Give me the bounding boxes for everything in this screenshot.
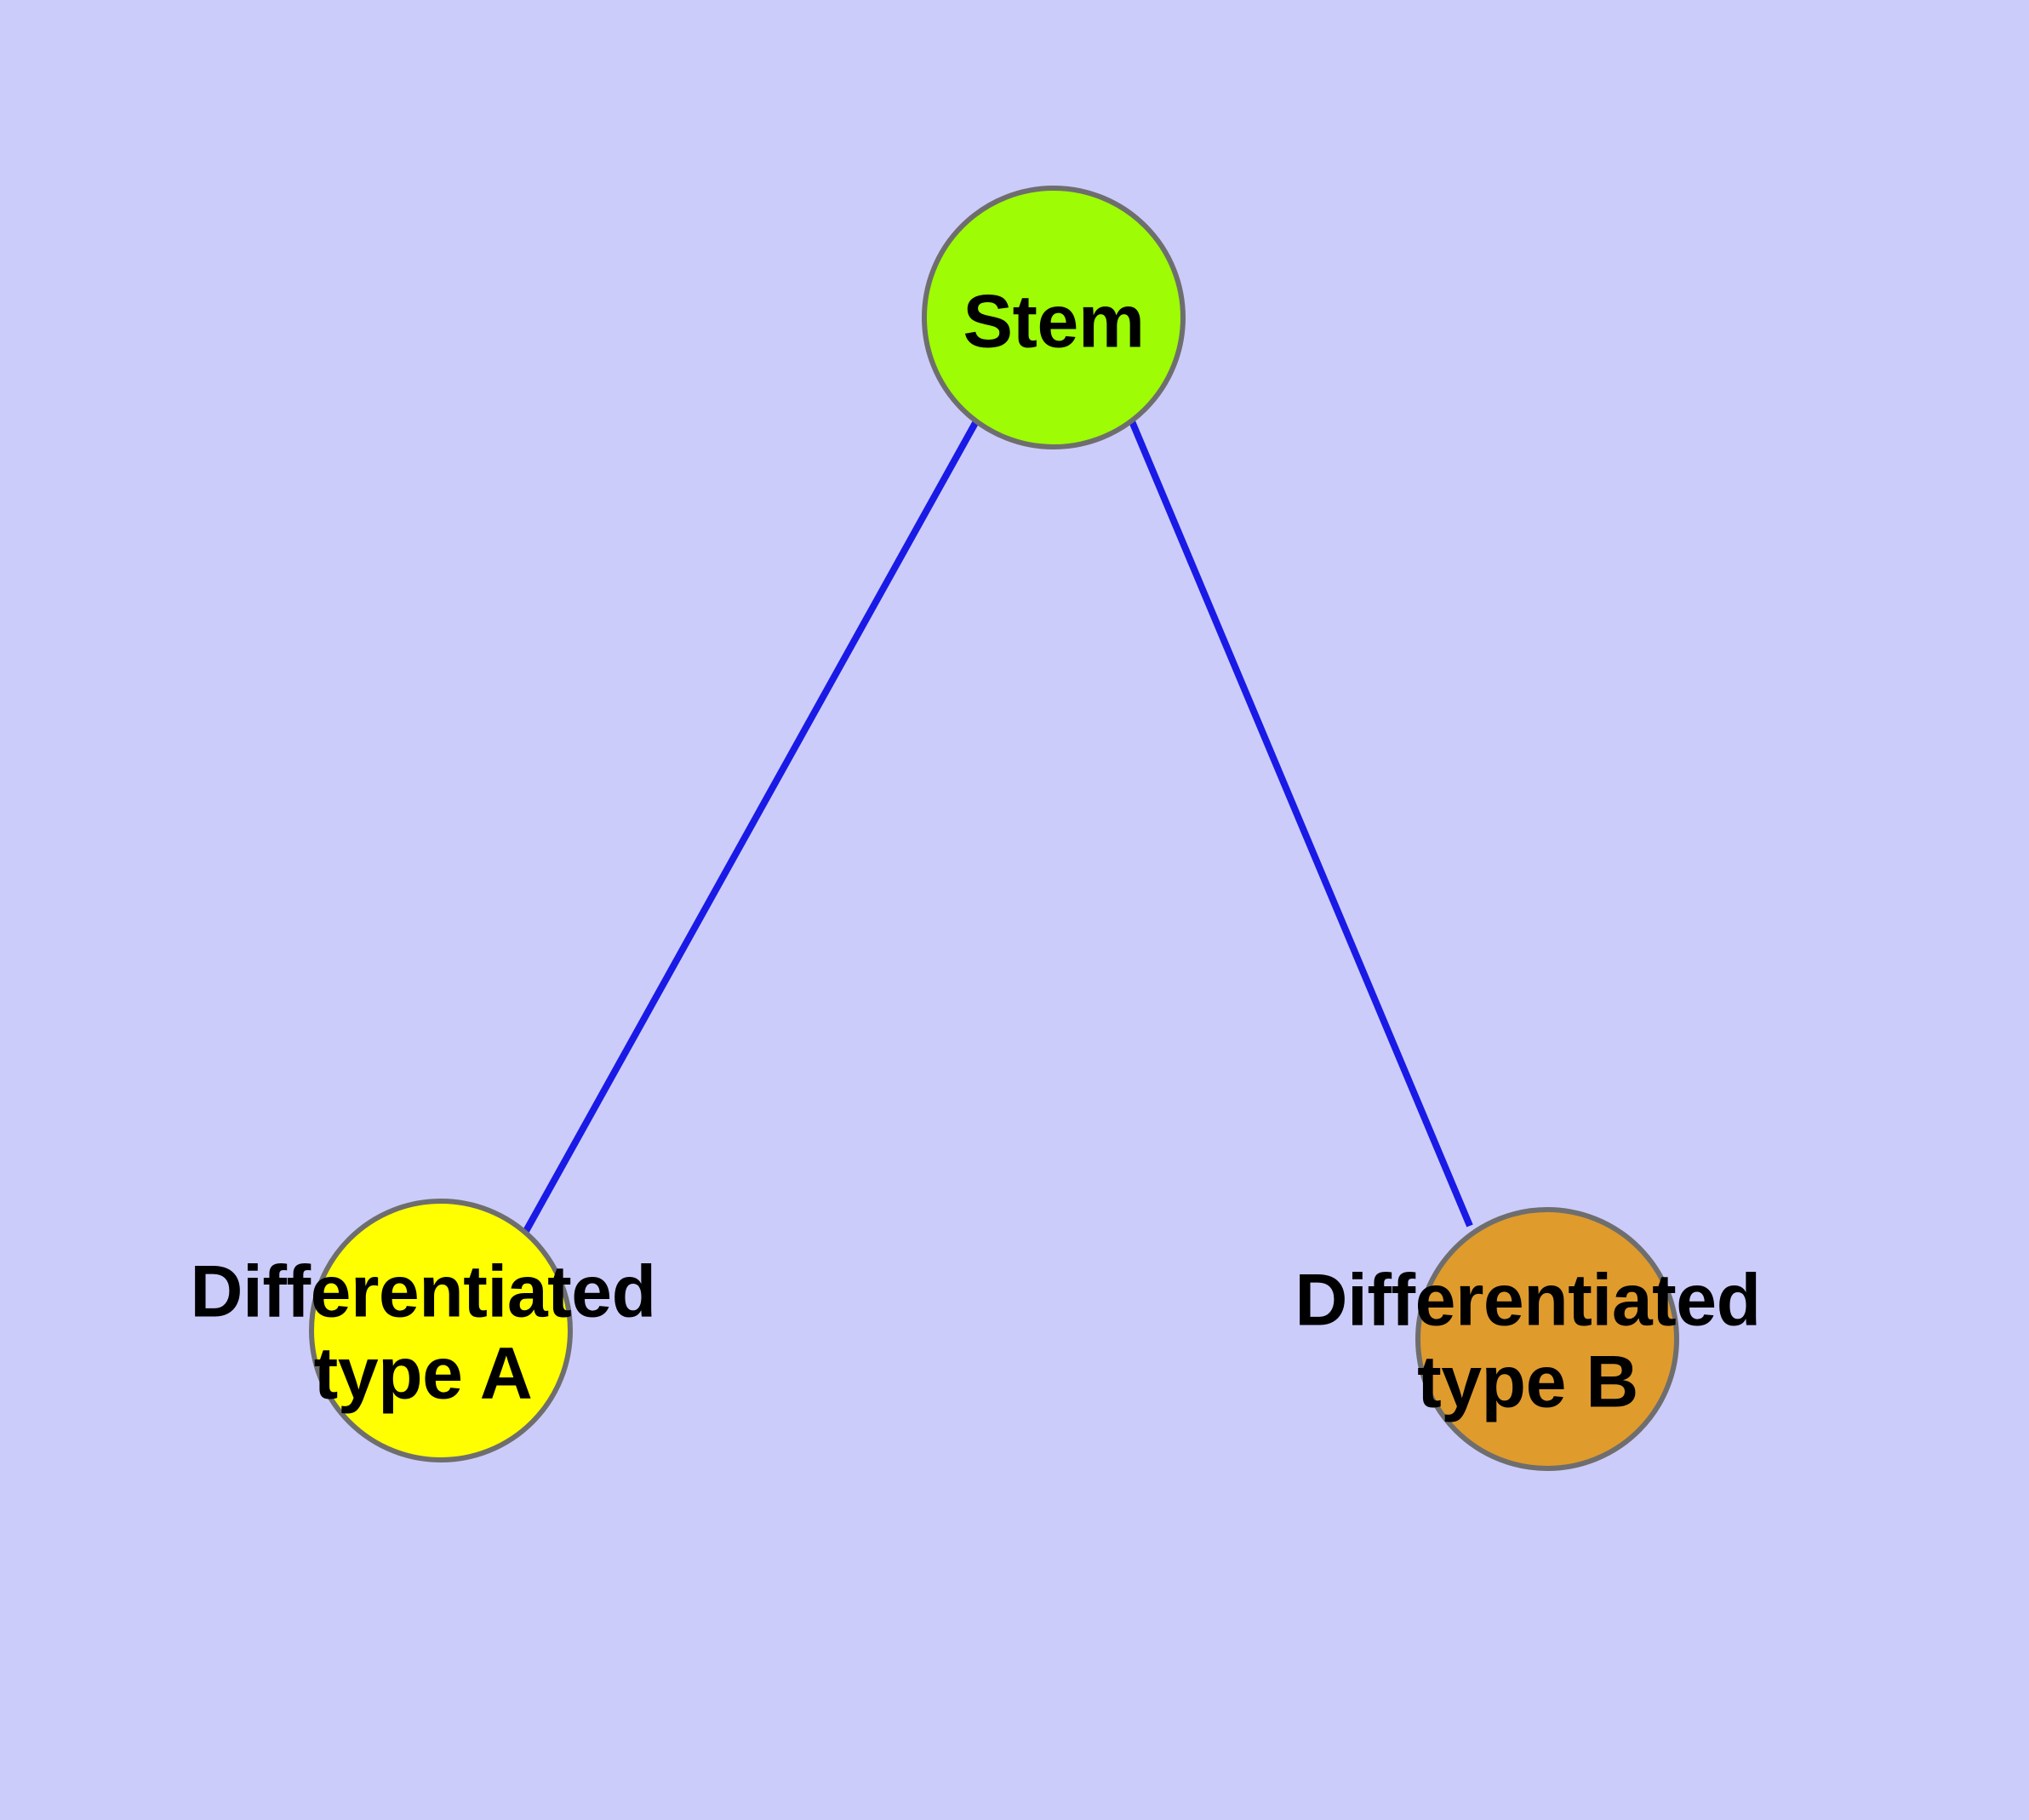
nodes-group: [309, 186, 1679, 1471]
node-stem[interactable]: [922, 186, 1186, 449]
edges-group: [522, 420, 1473, 1234]
node-differentiated-type-b[interactable]: [1415, 1207, 1679, 1471]
edge-stem-to-differentiated-type-b[interactable]: [1129, 420, 1473, 1228]
edge-stem-to-differentiated-type-a[interactable]: [522, 420, 980, 1234]
node-differentiated-type-a[interactable]: [309, 1199, 573, 1462]
